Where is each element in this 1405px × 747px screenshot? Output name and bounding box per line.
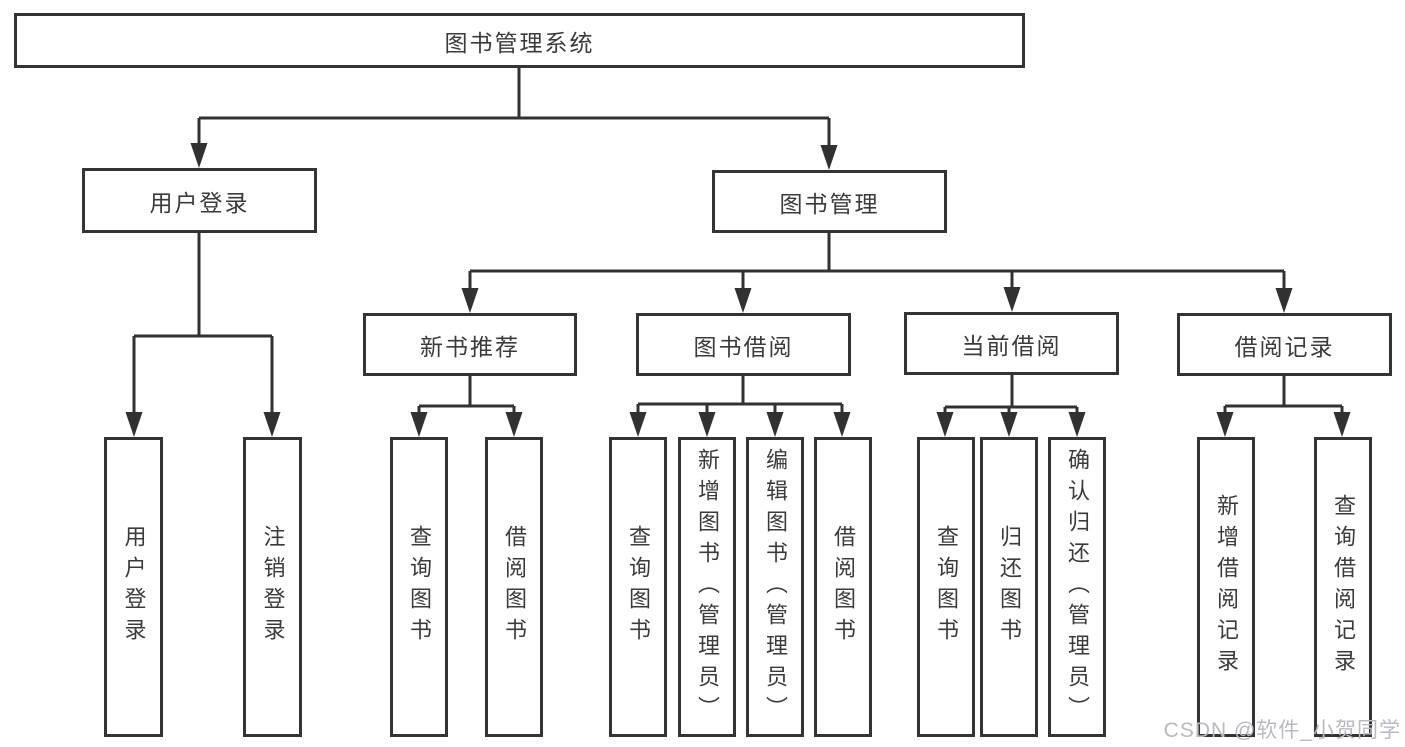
node-user-login: 用户登录 xyxy=(82,168,317,233)
leaf-query-book-1: 查询图书 xyxy=(390,437,448,737)
node-user-login-label: 用户登录 xyxy=(149,189,250,216)
node-library-management-system: 图书管理系统 xyxy=(14,13,1025,68)
watermark-text: CSDN @软件_小贺同学 xyxy=(1163,719,1401,742)
node-library-management-system-label: 图书管理系统 xyxy=(444,29,595,56)
leaf-query-book-3-label: 查询图书 xyxy=(934,525,959,649)
leaf-query-borrow-record: 查询借阅记录 xyxy=(1314,437,1372,737)
leaf-query-book-2-label: 查询图书 xyxy=(626,525,651,649)
leaf-logout-login-label: 注销登录 xyxy=(260,525,286,649)
leaf-borrow-book-1-label: 借阅图书 xyxy=(502,525,527,649)
leaf-return-book-label: 归还图书 xyxy=(997,525,1022,649)
leaf-query-borrow-record-label: 查询借阅记录 xyxy=(1331,494,1356,680)
leaf-user-login: 用户登录 xyxy=(104,437,163,737)
leaf-logout-login: 注销登录 xyxy=(243,437,302,737)
leaf-borrow-book-2: 借阅图书 xyxy=(814,437,872,737)
leaf-query-book-1-label: 查询图书 xyxy=(407,525,432,649)
leaf-edit-book-admin-label: 编辑图书（管理员） xyxy=(763,447,788,727)
leaf-query-book-3: 查询图书 xyxy=(917,437,975,737)
leaf-borrow-book-1: 借阅图书 xyxy=(485,437,543,737)
node-book-management-label: 图书管理 xyxy=(779,190,880,217)
node-book-borrowing-label: 图书借阅 xyxy=(693,333,794,360)
node-borrow-records: 借阅记录 xyxy=(1177,313,1392,376)
leaf-borrow-book-2-label: 借阅图书 xyxy=(831,525,856,649)
leaf-return-book: 归还图书 xyxy=(980,437,1038,737)
leaf-confirm-return-admin: 确认归还（管理员） xyxy=(1048,437,1106,737)
node-book-borrowing: 图书借阅 xyxy=(636,313,851,376)
leaf-confirm-return-admin-label: 确认归还（管理员） xyxy=(1065,447,1090,727)
node-current-borrowing: 当前借阅 xyxy=(904,312,1119,375)
leaf-user-login-label: 用户登录 xyxy=(121,525,147,649)
leaf-edit-book-admin: 编辑图书（管理员） xyxy=(746,437,804,737)
node-new-book-recommend: 新书推荐 xyxy=(363,313,577,376)
leaf-add-borrow-record-label: 新增借阅记录 xyxy=(1214,494,1239,680)
node-borrow-records-label: 借阅记录 xyxy=(1234,333,1335,360)
node-current-borrowing-label: 当前借阅 xyxy=(961,332,1062,359)
leaf-query-book-2: 查询图书 xyxy=(609,437,667,737)
leaf-add-borrow-record: 新增借阅记录 xyxy=(1197,437,1255,737)
node-book-management: 图书管理 xyxy=(712,170,947,233)
node-new-book-recommend-label: 新书推荐 xyxy=(420,333,520,360)
leaf-add-book-admin-label: 新增图书（管理员） xyxy=(695,447,720,727)
leaf-add-book-admin: 新增图书（管理员） xyxy=(678,437,736,737)
